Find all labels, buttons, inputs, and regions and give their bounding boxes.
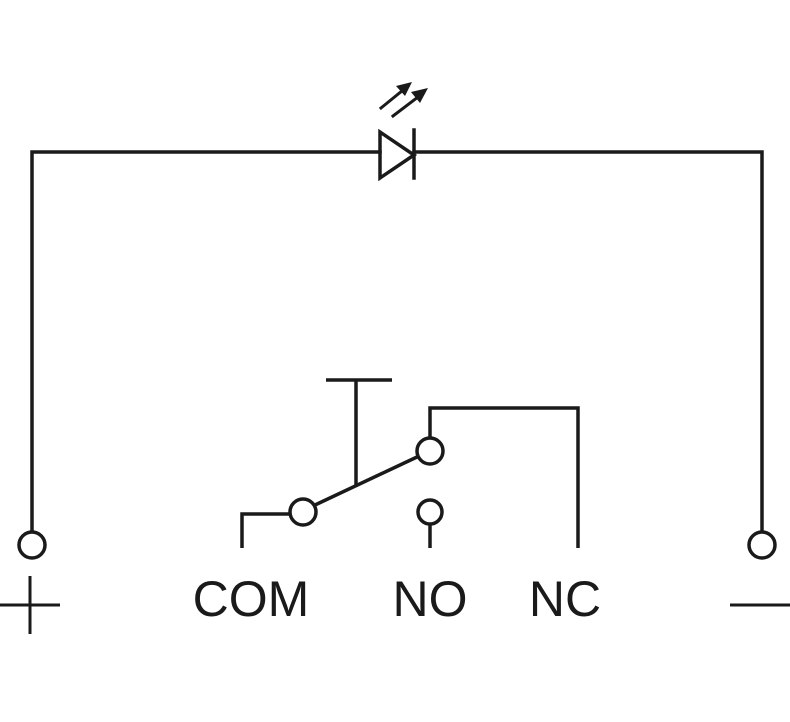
nc-label: NC — [529, 571, 601, 627]
com-label: COM — [193, 571, 310, 627]
push-button-actuator — [326, 378, 392, 487]
com-contact — [288, 497, 318, 527]
nc-wire — [428, 406, 580, 548]
no-contact — [416, 498, 444, 526]
nc-contact — [415, 436, 445, 466]
plus-sign — [0, 576, 60, 634]
switch-lever — [314, 455, 418, 507]
led-circuit-wire — [30, 150, 764, 532]
no-label: NO — [393, 571, 468, 627]
led-icon — [378, 82, 428, 182]
plus-terminal — [17, 530, 47, 560]
minus-terminal — [747, 530, 777, 560]
com-wire — [240, 512, 289, 548]
